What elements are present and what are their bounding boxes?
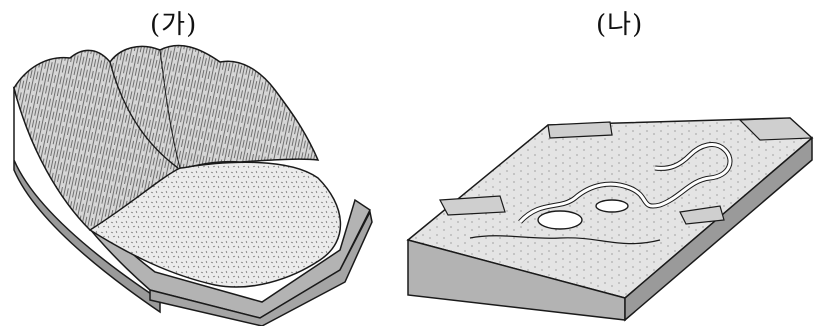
alluvial-fan-diagram	[14, 46, 372, 326]
oxbow-lake-2	[596, 200, 628, 212]
oxbow-lake-1	[538, 211, 582, 229]
terrace-upper-left	[548, 122, 612, 138]
floodplain-diagram	[408, 118, 812, 320]
terrace-left	[440, 196, 505, 215]
